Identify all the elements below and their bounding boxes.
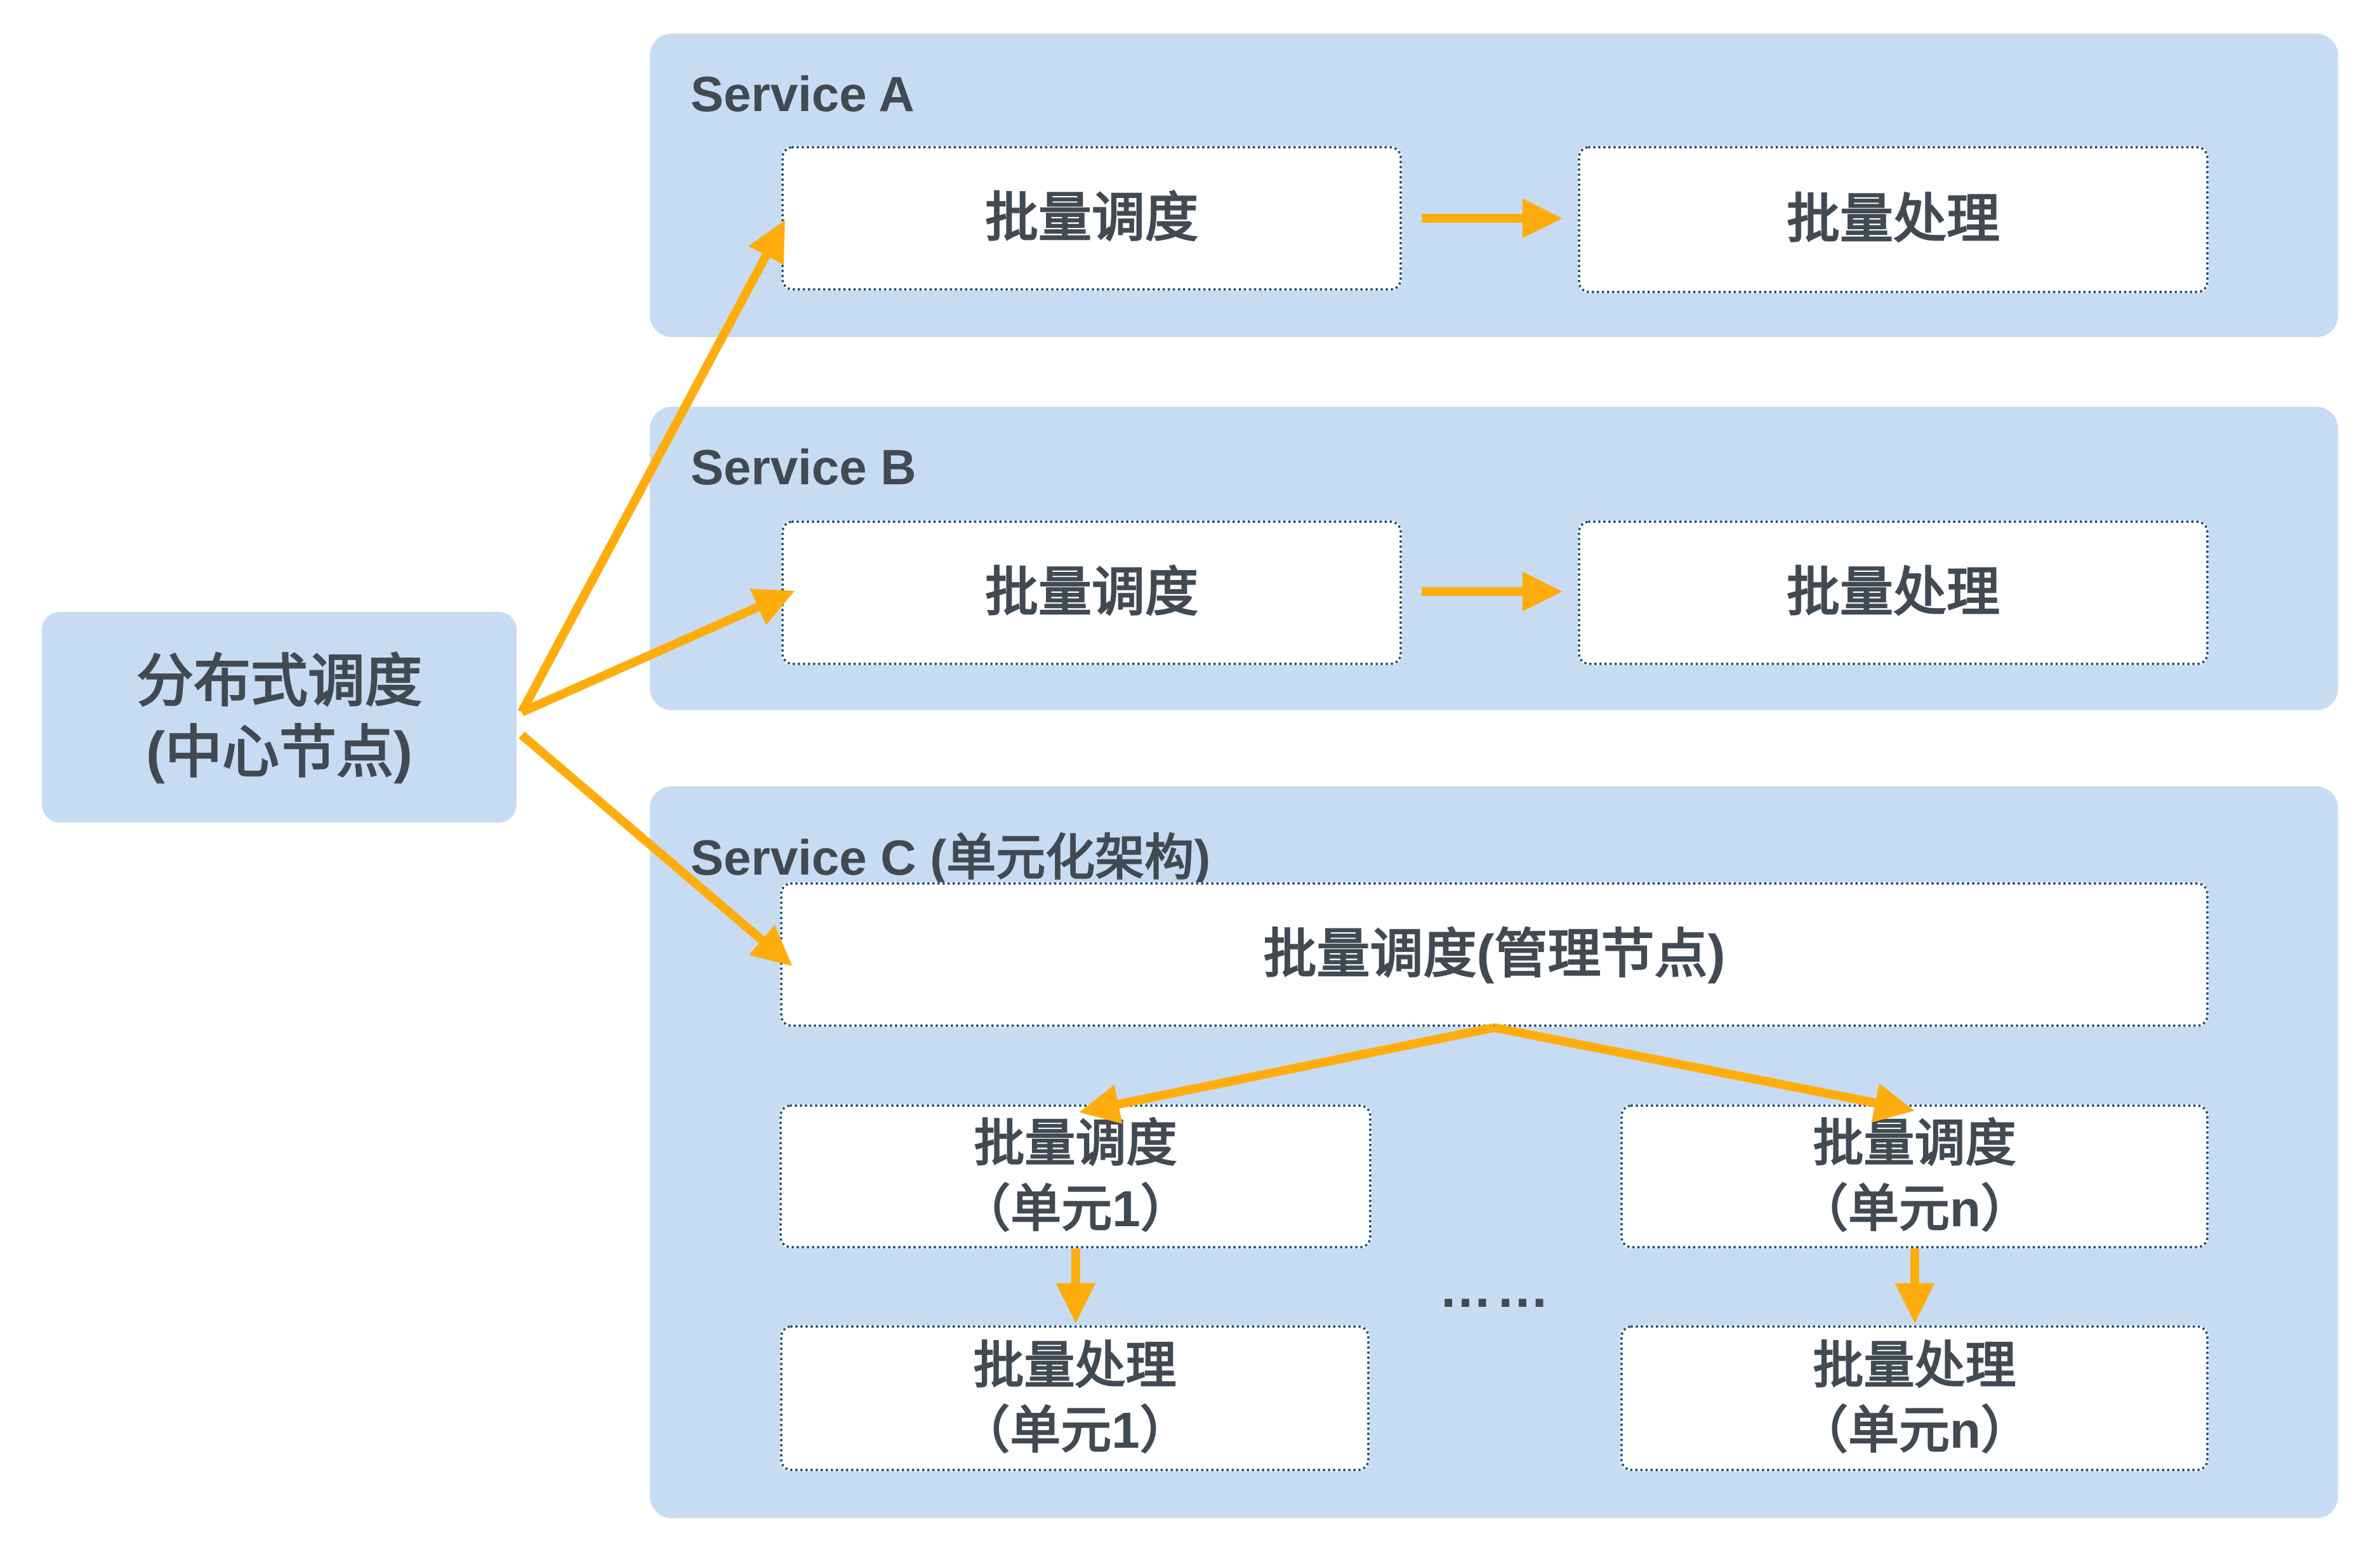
service-c-unitn-processor-box: 批量处理 （单元n） [1620, 1325, 2209, 1471]
service-a-processor-label: 批量处理 [1786, 189, 2000, 249]
unit1-scheduler-line1: 批量调度 [974, 1115, 1177, 1172]
unitn-processor-line1: 批量处理 [1813, 1337, 2016, 1394]
unit1-processor-line1: 批量处理 [973, 1337, 1177, 1394]
unit1-scheduler-line2: （单元1） [960, 1180, 1191, 1237]
service-c-title: Service C (单元化架构) [691, 830, 1211, 885]
service-c-manager-box: 批量调度(管理节点) [780, 882, 2209, 1027]
service-c-unit1-processor-box: 批量处理 （单元1） [780, 1325, 1370, 1471]
service-a-scheduler-label: 批量调度 [984, 188, 1198, 248]
service-a-scheduler-box: 批量调度 [781, 146, 1402, 291]
unitn-processor-line2: （单元n） [1797, 1402, 2032, 1459]
service-b-scheduler-box: 批量调度 [781, 520, 1402, 665]
service-b-processor-box: 批量处理 [1578, 520, 2209, 665]
central-node: 分布式调度 (中心节点) [42, 612, 517, 823]
service-a-processor-box: 批量处理 [1578, 146, 2209, 293]
units-ellipsis: …… [1439, 1258, 1553, 1318]
service-b-processor-label: 批量处理 [1786, 562, 2000, 623]
service-b-scheduler-label: 批量调度 [984, 562, 1198, 623]
unitn-scheduler-line2: （单元n） [1797, 1180, 2032, 1237]
unit1-processor-line2: （单元1） [959, 1402, 1191, 1459]
service-c-manager-label: 批量调度(管理节点) [1263, 924, 1726, 984]
central-node-label-line1: 分布式调度 [136, 649, 422, 713]
service-c-unit1-scheduler-box: 批量调度 （单元1） [779, 1104, 1372, 1248]
unitn-scheduler-line1: 批量调度 [1813, 1115, 2016, 1172]
service-b-title: Service B [691, 439, 916, 495]
central-node-label-line2: (中心节点) [146, 721, 413, 784]
service-a-title: Service A [691, 66, 915, 122]
service-c-unitn-scheduler-box: 批量调度 （单元n） [1620, 1104, 2209, 1248]
